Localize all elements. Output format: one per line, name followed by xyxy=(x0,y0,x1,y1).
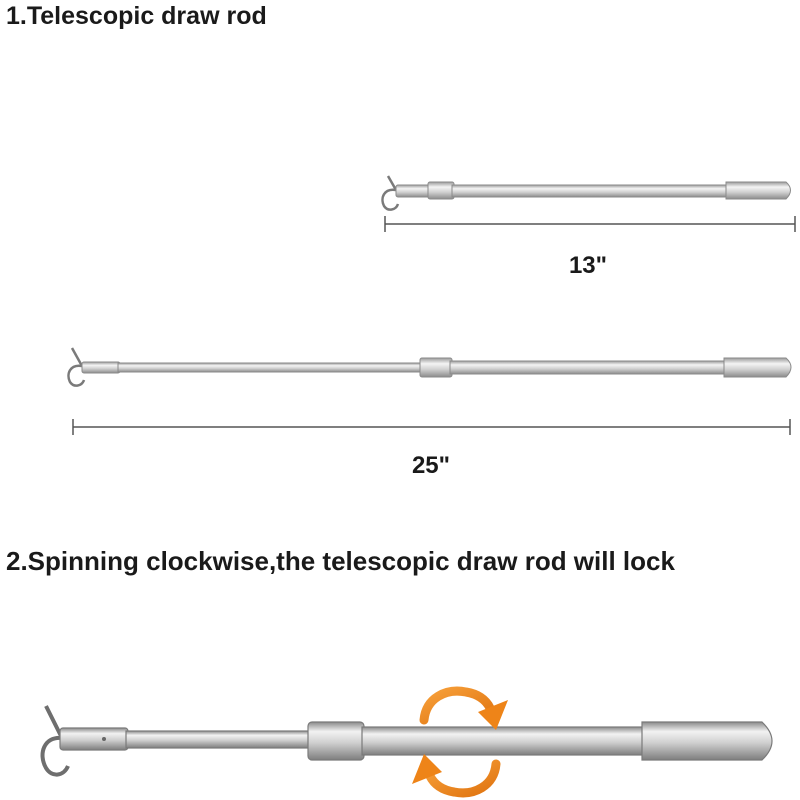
hook-icon xyxy=(40,705,70,777)
large-rod xyxy=(40,705,773,777)
dimension-line-25 xyxy=(72,419,791,435)
hook-icon xyxy=(381,175,400,211)
section-1-title: 1.Telescopic draw rod xyxy=(6,2,267,30)
short-length-label: 13" xyxy=(568,252,608,279)
short-rod xyxy=(381,175,791,211)
dimension-line-13 xyxy=(384,216,796,232)
long-rod xyxy=(67,347,792,387)
section-2-title: 2.Spinning clockwise,the telescopic draw… xyxy=(6,546,675,576)
clockwise-rotation-icon xyxy=(412,686,508,798)
long-length-label: 25" xyxy=(411,452,451,479)
hook-icon xyxy=(67,347,86,387)
